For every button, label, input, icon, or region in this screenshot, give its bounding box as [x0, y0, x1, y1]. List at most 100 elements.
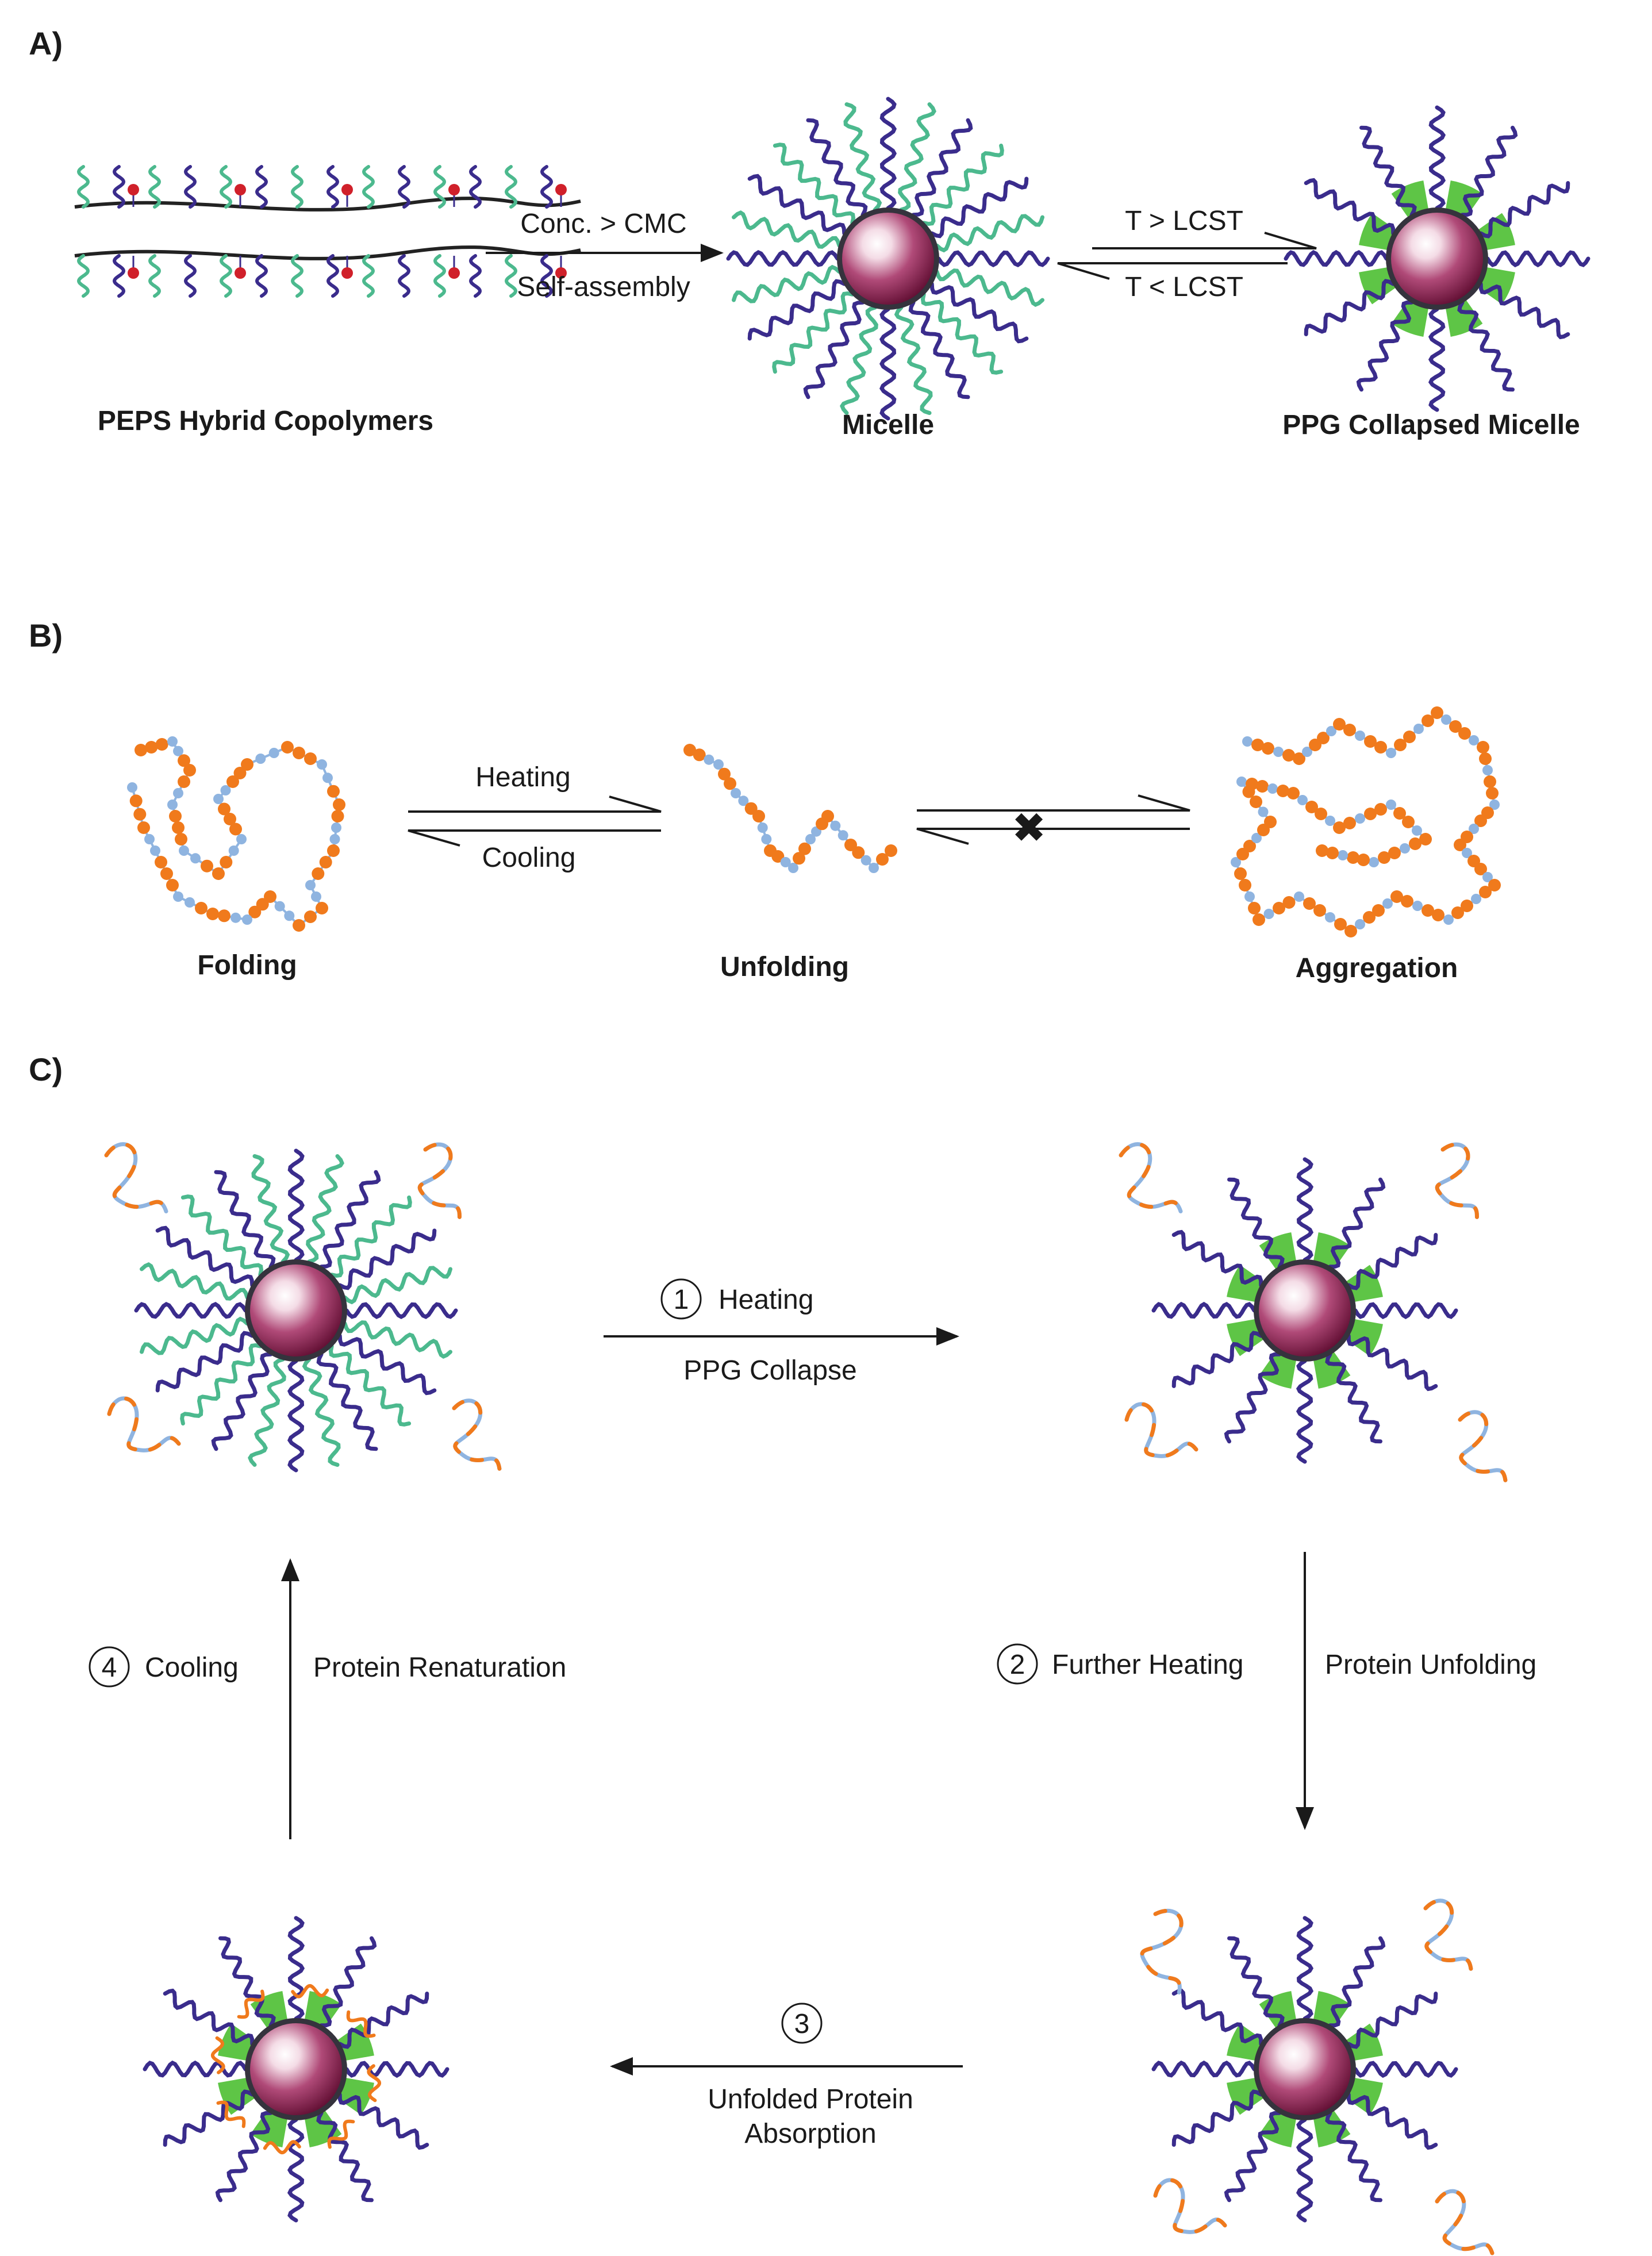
ppg-chain — [328, 1344, 412, 1427]
amino-acid-bead — [264, 890, 276, 903]
peg-side-chain — [468, 165, 482, 209]
amino-acid-bead — [1253, 913, 1265, 926]
peg-chain — [1346, 1333, 1438, 1392]
amino-acid-bead — [1355, 813, 1365, 824]
peg-side-chain — [112, 165, 126, 209]
amino-acid-bead — [195, 902, 208, 914]
ppg-side-chain — [290, 165, 304, 209]
ppg-chain — [935, 214, 1044, 253]
amino-acid-bead — [1277, 785, 1289, 797]
arrow1-bottom-label: Self-assembly — [517, 272, 690, 302]
step3-label-line1: Unfolded Protein — [708, 2084, 913, 2115]
arrow1-top-label: Conc. > CMC — [520, 209, 686, 239]
amino-acid-bead — [281, 741, 294, 754]
amino-acid-bead — [1303, 897, 1316, 910]
collapsed-ppg-segment — [1313, 2108, 1351, 2147]
protein-hydrophobic-segment — [1423, 1898, 1473, 1971]
amino-acid-bead — [1474, 814, 1487, 827]
micelle-caption: Micelle — [842, 410, 934, 440]
ppg-chain — [251, 1154, 290, 1264]
ppg-chain — [894, 305, 933, 415]
protein-hydrophobic-segment — [1140, 1908, 1184, 1994]
amino-acid-bead — [233, 767, 247, 779]
amino-acid-bead — [1479, 752, 1492, 765]
amino-acid-bead — [311, 891, 321, 902]
amino-acid-bead — [1413, 724, 1424, 734]
micelle-core — [1391, 213, 1483, 305]
peg-chain — [319, 1170, 381, 1269]
collapsed-ppg-segment — [1344, 2023, 1383, 2061]
copolymers-caption: PEPS Hybrid Copolymers — [98, 406, 433, 436]
amino-acid-bead — [1484, 775, 1496, 788]
amino-acid-bead — [1432, 909, 1444, 921]
amino-acid-bead — [1441, 714, 1451, 725]
ppg-side-chain — [148, 254, 162, 298]
step4-left-label: Cooling — [145, 1652, 239, 1683]
amino-acid-bead — [1256, 780, 1269, 793]
peg-chain — [1171, 1229, 1263, 1288]
amino-acid-bead — [228, 845, 239, 856]
amino-acid-bead — [160, 867, 173, 880]
peg-chain — [726, 250, 840, 267]
amino-acid-bead — [183, 764, 196, 777]
amino-acid-bead — [1302, 747, 1312, 757]
peg-chain — [1227, 1177, 1285, 1269]
amino-acid-bead — [1388, 847, 1401, 859]
amino-acid-bead — [1364, 808, 1377, 820]
ppg-side-chain — [362, 165, 375, 209]
step1-bottom-label: PPG Collapse — [683, 1355, 856, 1386]
peg-chain — [1346, 2092, 1438, 2150]
ppg-side-chain — [433, 254, 447, 298]
collapsed-ppg-segment — [1359, 267, 1398, 305]
amino-acid-bead — [316, 902, 328, 914]
ppg-chain — [180, 1194, 264, 1277]
amino-acid-bead — [268, 748, 279, 758]
amino-acid-bead — [206, 908, 219, 920]
amino-acid-bead — [167, 800, 178, 810]
amino-acid-bead — [1244, 891, 1255, 902]
peg-chain — [344, 2061, 450, 2078]
amino-acid-bead — [1251, 739, 1264, 751]
peg-chain — [1296, 2117, 1313, 2223]
collapsed-ppg-segment — [1259, 1232, 1297, 1271]
ppg-chain — [921, 143, 1004, 226]
ppg-side-chain — [290, 254, 304, 298]
peg-chain — [1224, 1352, 1282, 1444]
amino-acid-bead — [155, 856, 167, 868]
collapsed-ppg-segment — [1476, 213, 1515, 251]
panel-a-label: A) — [29, 25, 63, 62]
amino-acid-bead — [1287, 787, 1300, 800]
micelle-core — [1259, 2023, 1351, 2115]
ppg-side-chain — [504, 165, 518, 209]
amino-acid-bead — [220, 856, 233, 868]
ppg-side-chain — [219, 254, 233, 298]
amino-acid-bead — [1462, 848, 1472, 858]
peg-chain — [337, 1228, 437, 1290]
amino-acid-bead — [1431, 706, 1443, 719]
amino-acid-bead — [1374, 741, 1387, 754]
absorbed-micelle-c4 — [143, 1916, 450, 2223]
amino-acid-bead — [127, 782, 137, 793]
ppg-chain — [329, 1195, 412, 1278]
amino-acid-bead — [327, 844, 340, 857]
heating-label: Heating — [475, 762, 570, 793]
peg-chain — [747, 174, 847, 236]
ppg-side-chain — [148, 165, 162, 209]
amino-acid-bead — [1482, 872, 1493, 882]
amino-acid-bead — [312, 867, 325, 880]
absorbed-protein — [216, 2100, 246, 2128]
amino-acid-bead — [169, 810, 182, 823]
collapsed-micelle-c3 — [1151, 1916, 1458, 2223]
ppg-chain — [840, 305, 878, 415]
absorbed-protein — [327, 2119, 355, 2149]
absorbed-protein — [263, 2140, 301, 2155]
absorbed-protein — [291, 1984, 329, 1998]
amino-acid-bead — [167, 736, 178, 747]
absorbed-protein — [237, 1989, 265, 2019]
amino-acid-bead — [173, 745, 183, 756]
amino-acid-bead — [1390, 890, 1403, 903]
amino-acid-bead — [327, 785, 340, 798]
amino-acid-bead — [1422, 714, 1434, 727]
ppg-chain — [180, 1343, 263, 1426]
amino-acid-bead — [844, 839, 857, 851]
